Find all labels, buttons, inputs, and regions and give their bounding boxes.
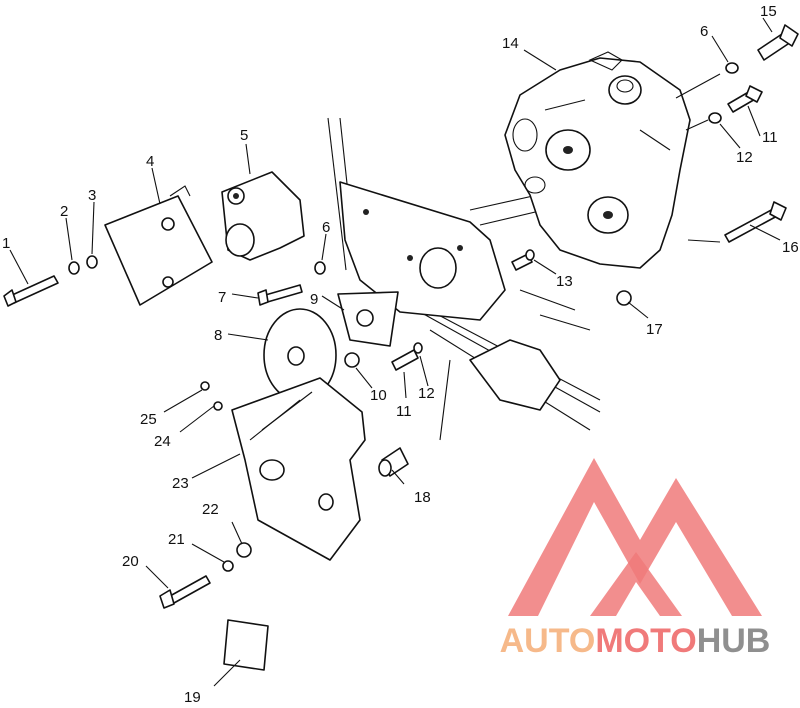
callout-labels: 1 2 3 4 5 6 6 7 8 9 10 11 11 12 12 13 14… (2, 3, 799, 706)
bolt-part-13 (511, 249, 535, 271)
logo-outer-triangle (508, 458, 762, 616)
callout-17: 17 (646, 321, 663, 338)
mounting-plate (339, 181, 561, 411)
callout-22: 22 (202, 501, 219, 518)
plate-part-9 (337, 291, 399, 347)
callout-6-mid: 6 (322, 219, 330, 236)
spacer-part-18 (378, 447, 409, 477)
callout-14: 14 (502, 35, 519, 52)
bolt-part-1 (3, 275, 59, 307)
washer-part-6-mid (314, 261, 326, 275)
washer-part-12-mid (413, 342, 423, 354)
callout-11-mid: 11 (396, 403, 412, 420)
callout-12-upper: 12 (736, 149, 753, 166)
nut-part-17 (616, 290, 632, 306)
decal-part-19 (223, 619, 269, 671)
logo-word-hub: HUB (696, 622, 771, 660)
bolt-part-11-upper (727, 85, 763, 113)
callout-6-upper: 6 (700, 23, 708, 40)
callout-11-upper: 11 (762, 129, 778, 146)
logo-word-moto: MOTO (595, 622, 697, 660)
logo-inner-triangle (590, 552, 682, 616)
callout-25: 25 (140, 411, 157, 428)
washer-part-3 (86, 255, 98, 269)
callout-1: 1 (2, 235, 10, 252)
logo-wordmark: AUTOMOTOHUB (472, 622, 798, 661)
washer-part-6-upper (725, 62, 739, 74)
leader-lines (9, 17, 781, 687)
bolt-part-11-mid (391, 349, 419, 371)
callout-3: 3 (88, 187, 96, 204)
callout-16: 16 (782, 239, 799, 256)
logo-triangle-mark (508, 458, 762, 616)
bracket-part-4 (104, 185, 213, 306)
callout-8: 8 (214, 327, 222, 344)
callout-12-mid: 12 (418, 385, 435, 402)
logo-word-auto: AUTO (499, 622, 596, 660)
callout-19: 19 (184, 689, 201, 706)
bolt-part-16 (724, 201, 787, 243)
callout-10: 10 (370, 387, 387, 404)
automotohub-logo (508, 458, 762, 616)
nut-part-12-upper (708, 112, 722, 124)
callout-4: 4 (146, 153, 154, 170)
callout-20: 20 (122, 553, 139, 570)
hub-part-5 (221, 171, 305, 261)
callout-18: 18 (414, 489, 431, 506)
washer-part-21 (222, 560, 234, 572)
callout-24: 24 (154, 433, 171, 450)
callout-23: 23 (172, 475, 189, 492)
bolt-part-15 (757, 24, 799, 61)
callout-15: 15 (760, 3, 777, 20)
callout-13: 13 (556, 273, 573, 290)
guard-part-23 (231, 377, 366, 561)
callout-21: 21 (168, 531, 185, 548)
gearcase-part-14 (504, 51, 691, 269)
bolt-part-25 (200, 381, 210, 391)
washer-part-22 (236, 542, 252, 558)
callout-9: 9 (310, 291, 318, 308)
bolt-part-7 (257, 284, 303, 306)
nut-part-10 (344, 352, 360, 368)
washer-part-24 (213, 401, 223, 411)
callout-7: 7 (218, 289, 226, 306)
callout-5: 5 (240, 127, 248, 144)
washer-part-2 (68, 261, 80, 275)
callout-2: 2 (60, 203, 68, 220)
bolt-part-20 (159, 575, 211, 609)
